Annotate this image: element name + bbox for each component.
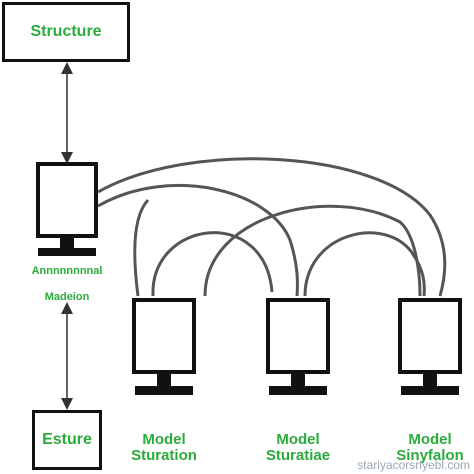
model-monitor-1-icon	[132, 298, 196, 395]
curve-m1-to-m2	[151, 231, 274, 297]
model-monitor-1-line1: Model	[142, 431, 186, 448]
model-monitor-2-icon	[266, 298, 330, 395]
curve-main-to-m3	[97, 157, 447, 297]
curve-main-to-m2	[97, 184, 299, 297]
esture-label: Esture	[42, 431, 92, 448]
model-monitor-3-icon	[398, 298, 462, 395]
main-monitor-label-top: Annnnnnnnal	[31, 265, 103, 277]
model-monitor-1-line2: Sturation	[131, 446, 197, 464]
watermark: stariyacorsnyebl.com	[357, 458, 470, 472]
model-monitor-2-line2: Sturatiae	[265, 446, 331, 464]
model-monitor-3-line2: Sinyfalon	[396, 446, 464, 464]
curve-m1-outer	[133, 198, 150, 297]
model-monitor-3-line1: Model	[408, 431, 452, 448]
model-monitor-2-label: Model Sturatiae	[258, 432, 338, 464]
connection-curves	[97, 157, 447, 297]
main-monitor-label-bottom: Madeion	[44, 291, 90, 303]
structure-box: Structure	[2, 2, 130, 62]
curve-m1b-to-m3	[203, 204, 422, 297]
model-monitor-1-label: Model Sturation	[124, 432, 204, 464]
main-monitor-icon	[36, 162, 98, 256]
esture-box: Esture	[32, 410, 102, 470]
curve-m2-to-m3	[303, 231, 426, 297]
structure-label: Structure	[30, 23, 102, 40]
model-monitor-3-label: Model Sinyfalon	[390, 432, 470, 464]
model-monitor-2-line1: Model	[276, 431, 320, 448]
